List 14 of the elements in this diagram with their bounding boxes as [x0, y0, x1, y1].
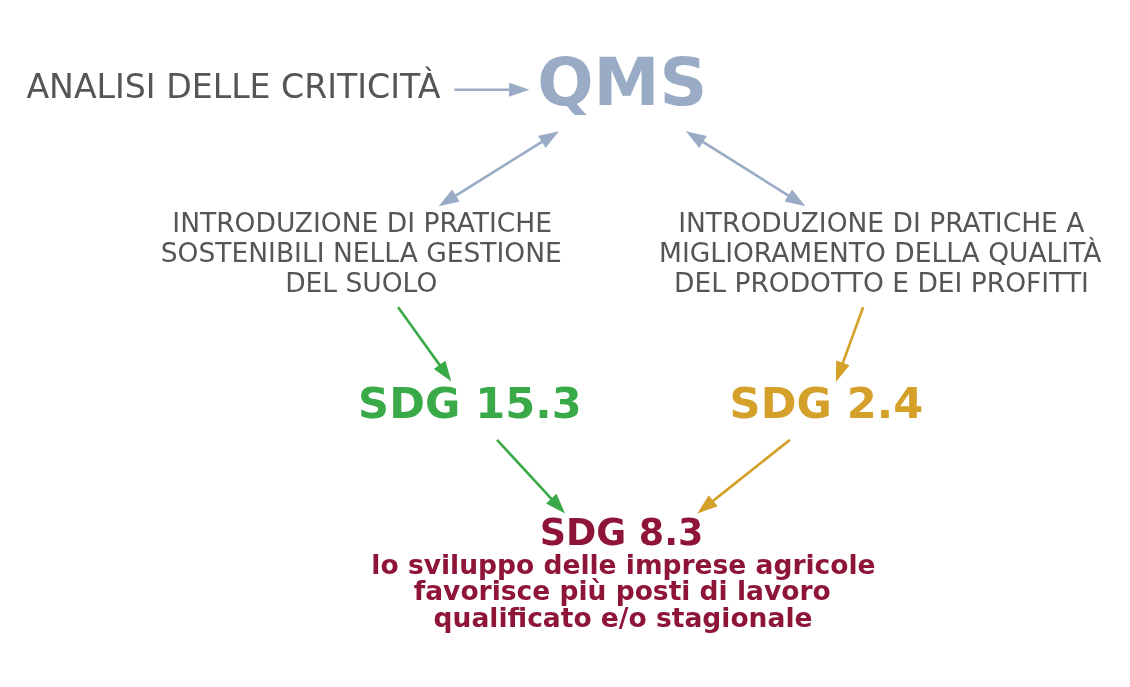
node-text: INTRODUZIONE DI PRATICHE SOSTENIBILI NELLA GESTIONE DEL SUOLO	[160, 207, 562, 298]
arrow	[496, 438, 566, 514]
arrow	[697, 438, 791, 514]
arrow	[835, 306, 865, 382]
arrow	[685, 131, 806, 207]
node-text: ANALISI DELLE CRITICITÀ	[26, 67, 441, 107]
node-text: SDG 2.4	[729, 377, 924, 428]
node-text: INTRODUZIONE DI PRATICHE A MIGLIORAMENTO DELLA QUALITÀ DEL PRODOTTO E DEI PROFITTI	[659, 207, 1102, 298]
arrow	[454, 82, 530, 97]
node-text: SDG 8.3 lo sviluppo delle imprese agricole favorisce più posti di lavoro qualificato e/o stagionale	[371, 511, 876, 633]
arrow	[438, 131, 559, 207]
arrow	[397, 306, 452, 382]
node-text: QMS	[537, 42, 708, 121]
node-text: SDG 15.3	[358, 377, 582, 428]
